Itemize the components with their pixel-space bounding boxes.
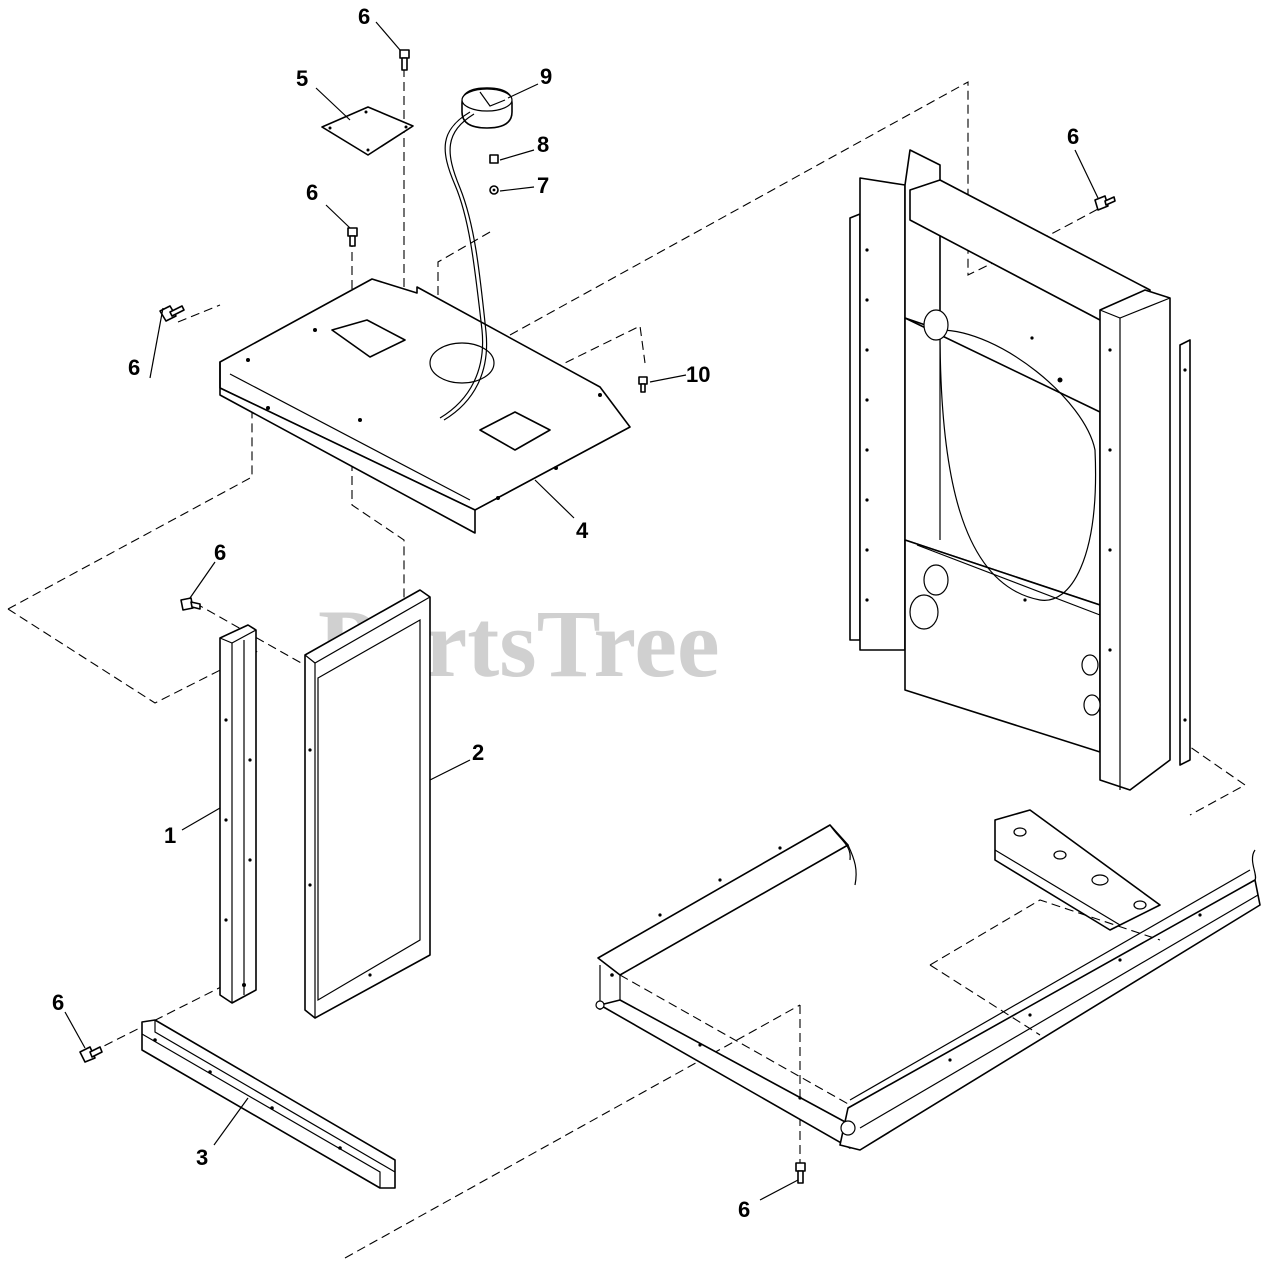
bolt-top — [399, 49, 410, 71]
nut-7 — [489, 185, 499, 195]
callout-9: 9 — [540, 64, 552, 89]
radiator-frame — [849, 149, 1191, 791]
side-panel — [304, 589, 431, 1019]
bolt-base — [795, 1162, 806, 1184]
callout-10: 10 — [686, 362, 710, 387]
base-frame — [595, 809, 1261, 1151]
bolt-panel-left — [159, 305, 185, 322]
callout-8: 8 — [537, 132, 549, 157]
gauge-sensor — [439, 87, 513, 421]
callout-6-left: 6 — [128, 355, 140, 380]
clip-8 — [489, 154, 499, 164]
callout-6-frame: 6 — [1067, 124, 1079, 149]
screw-10 — [638, 376, 648, 393]
bolt-frame-right — [1094, 195, 1116, 211]
top-panel — [219, 278, 631, 534]
callout-6-panel: 6 — [306, 180, 318, 205]
leader-lines — [64, 21, 1099, 1201]
callout-2: 2 — [472, 740, 484, 765]
cover-plate — [321, 106, 414, 156]
callout-6-top: 6 — [358, 4, 370, 29]
callout-4: 4 — [576, 518, 589, 543]
callout-5: 5 — [296, 66, 308, 91]
bolt-panel-top — [347, 227, 358, 247]
callout-6-base: 6 — [738, 1197, 750, 1222]
callout-labels: 6 5 9 8 7 6 6 10 4 6 6 2 1 6 3 6 — [52, 4, 1079, 1222]
upright-channel — [219, 624, 257, 1004]
callout-6-rail: 6 — [52, 990, 64, 1015]
callout-6-upright: 6 — [214, 540, 226, 565]
callout-1: 1 — [164, 823, 176, 848]
callout-3: 3 — [196, 1145, 208, 1170]
callout-7: 7 — [537, 173, 549, 198]
bottom-rail — [141, 1019, 396, 1189]
bolt-upright — [180, 597, 201, 611]
bolt-rail — [79, 1046, 103, 1063]
